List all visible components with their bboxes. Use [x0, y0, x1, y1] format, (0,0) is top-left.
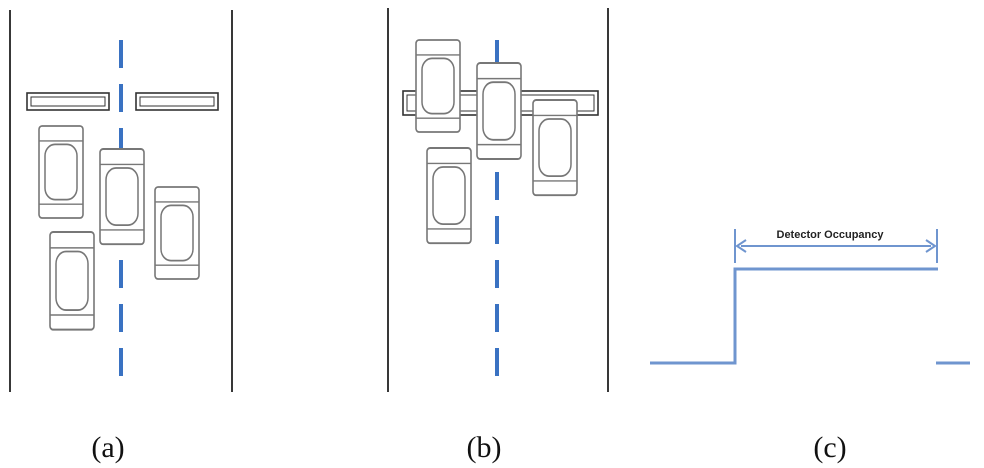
- occupancy-duration-arrow: [734, 229, 938, 263]
- car-a4: [49, 231, 95, 331]
- car-a2: [99, 148, 145, 246]
- car-a1: [38, 125, 84, 219]
- panel-label-b: (b): [467, 431, 502, 464]
- detector-loop-right-a: [135, 92, 219, 111]
- detector-loop-left-a: [26, 92, 110, 111]
- panel-a: (a): [9, 10, 233, 464]
- panel-label-c: (c): [813, 431, 846, 464]
- occupancy-signal-pulse: [650, 267, 938, 365]
- panel-label-a: (a): [91, 431, 124, 464]
- car-b1: [415, 39, 461, 133]
- car-b2: [476, 62, 522, 160]
- car-b4: [426, 147, 472, 245]
- detector-occupancy-label: Detector Occupancy: [777, 229, 885, 241]
- panel-c: Detector Occupancy (c): [650, 229, 970, 464]
- panel-b: (b): [387, 8, 609, 464]
- car-a3: [154, 186, 200, 280]
- car-b3: [532, 99, 578, 197]
